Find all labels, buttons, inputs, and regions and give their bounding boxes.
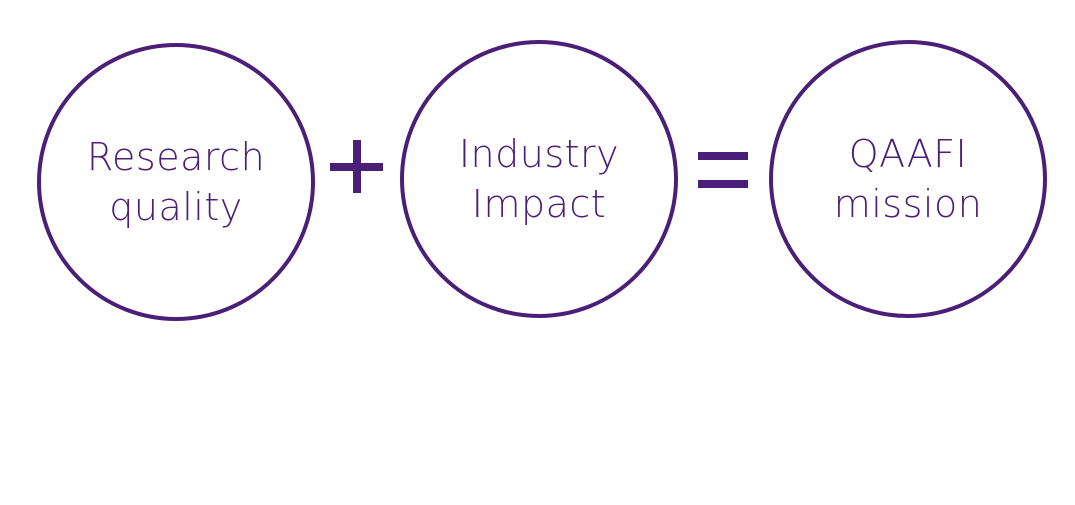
circle-label-line: QAAFI [848, 132, 968, 176]
circle-label-line: Industry [458, 132, 620, 176]
plus-icon [330, 140, 385, 195]
industry-impact-circle: Industry Impact [400, 40, 678, 318]
circle-label-line: Impact [471, 182, 607, 226]
circle-label-line: mission [833, 182, 983, 226]
circle-label-line: quality [109, 185, 243, 229]
research-quality-circle: Research quality [37, 43, 315, 321]
equals-icon [698, 152, 748, 190]
circle-label-line: Research [86, 135, 266, 179]
qaafi-mission-circle: QAAFI mission [769, 40, 1047, 318]
